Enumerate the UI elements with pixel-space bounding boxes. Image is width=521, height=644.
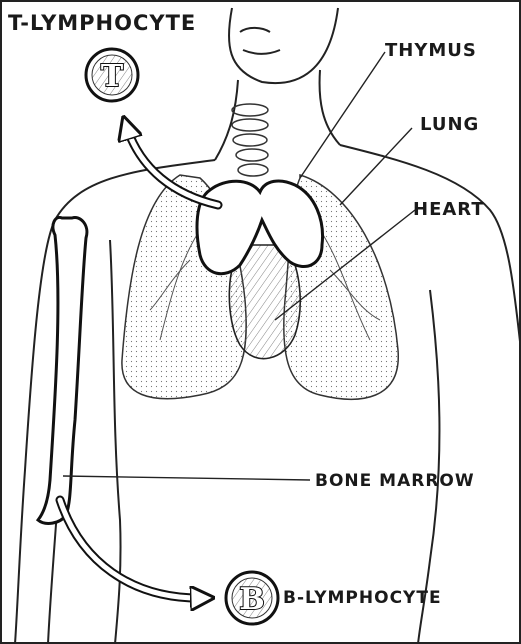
t-cell-letter: T	[101, 59, 124, 94]
label-t-lymphocyte: T-LYMPHOCYTE	[8, 11, 196, 35]
label-bone-marrow: BONE MARROW	[315, 471, 475, 491]
label-heart: HEART	[413, 199, 485, 220]
label-thymus: THYMUS	[385, 40, 477, 61]
b-lymphocyte-cell: B	[226, 572, 278, 624]
label-b-lymphocyte: B-LYMPHOCYTE	[283, 588, 442, 608]
b-cell-letter: B	[239, 582, 264, 617]
t-lymphocyte-cell: T	[86, 49, 138, 101]
label-lung: LUNG	[420, 114, 479, 135]
